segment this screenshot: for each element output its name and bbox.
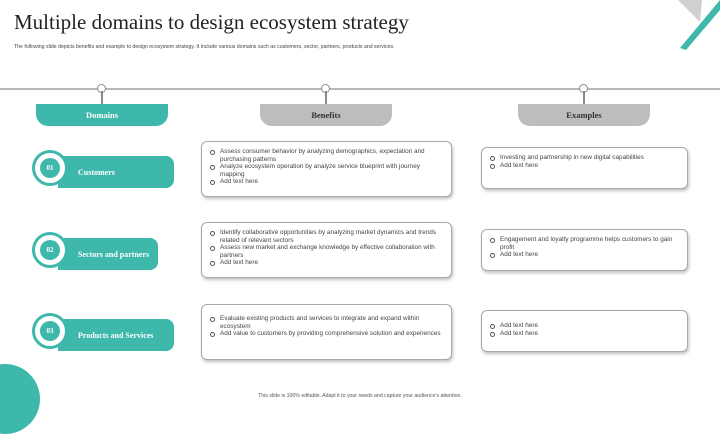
benefits-box-products: Evaluate existing products and services …	[201, 304, 452, 360]
examples-box-customers: Investing and partnership in new digital…	[481, 147, 688, 189]
footer-note: This slide is 100% editable. Adapt it to…	[258, 393, 462, 399]
header-examples: Examples	[518, 104, 650, 126]
benefit-item: Evaluate existing products and services …	[210, 315, 441, 330]
benefit-item: Add text here	[210, 178, 441, 186]
domain-row-customers: Customers 01	[32, 150, 174, 188]
benefit-item: Identify collaborative opportunities by …	[210, 229, 441, 244]
slide-subtitle: The following slide depicts benefits and…	[14, 44, 395, 50]
domain-number-badge: 03	[32, 313, 68, 349]
domain-number-badge: 02	[32, 232, 68, 268]
domain-number: 03	[40, 321, 60, 341]
example-item: Engagement and loyalty programme helps c…	[490, 236, 677, 251]
header-domains: Domains	[36, 104, 168, 126]
example-item: Investing and partnership in new digital…	[490, 154, 677, 162]
slide-title: Multiple domains to design ecosystem str…	[14, 10, 409, 34]
example-item: Add text here	[490, 330, 677, 338]
benefits-box-sectors: Identify collaborative opportunities by …	[201, 222, 452, 278]
stem-examples	[583, 91, 585, 105]
domain-number: 02	[40, 240, 60, 260]
benefits-box-customers: Assess consumer behavior by analyzing de…	[201, 141, 452, 197]
benefit-item: Add value to customers by providing comp…	[210, 330, 441, 338]
domain-row-sectors: Sectors and partners 02	[32, 232, 174, 270]
domain-label: Sectors and partners	[58, 238, 158, 270]
domain-label: Customers	[58, 156, 174, 188]
stem-benefits	[325, 91, 327, 105]
example-item: Add text here	[490, 322, 677, 330]
corner-decoration-icon	[678, 0, 720, 50]
domain-number: 01	[40, 158, 60, 178]
benefit-item: Assess consumer behavior by analyzing de…	[210, 148, 441, 163]
benefit-item: Assess new market and exchange knowledge…	[210, 244, 441, 259]
examples-box-sectors: Engagement and loyalty programme helps c…	[481, 229, 688, 271]
timeline-line	[0, 88, 720, 90]
corner-circle-decoration	[0, 364, 40, 434]
example-item: Add text here	[490, 251, 677, 259]
example-item: Add text here	[490, 162, 677, 170]
domain-row-products: Products and Services 03	[32, 313, 174, 351]
stem-domains	[101, 91, 103, 105]
domain-number-badge: 01	[32, 150, 68, 186]
domain-label: Products and Services	[58, 319, 174, 351]
benefit-item: Analyze ecosystem operation by analyze s…	[210, 163, 441, 178]
benefit-item: Add text here	[210, 259, 441, 267]
header-benefits: Benefits	[260, 104, 392, 126]
examples-box-products: Add text here Add text here	[481, 310, 688, 352]
